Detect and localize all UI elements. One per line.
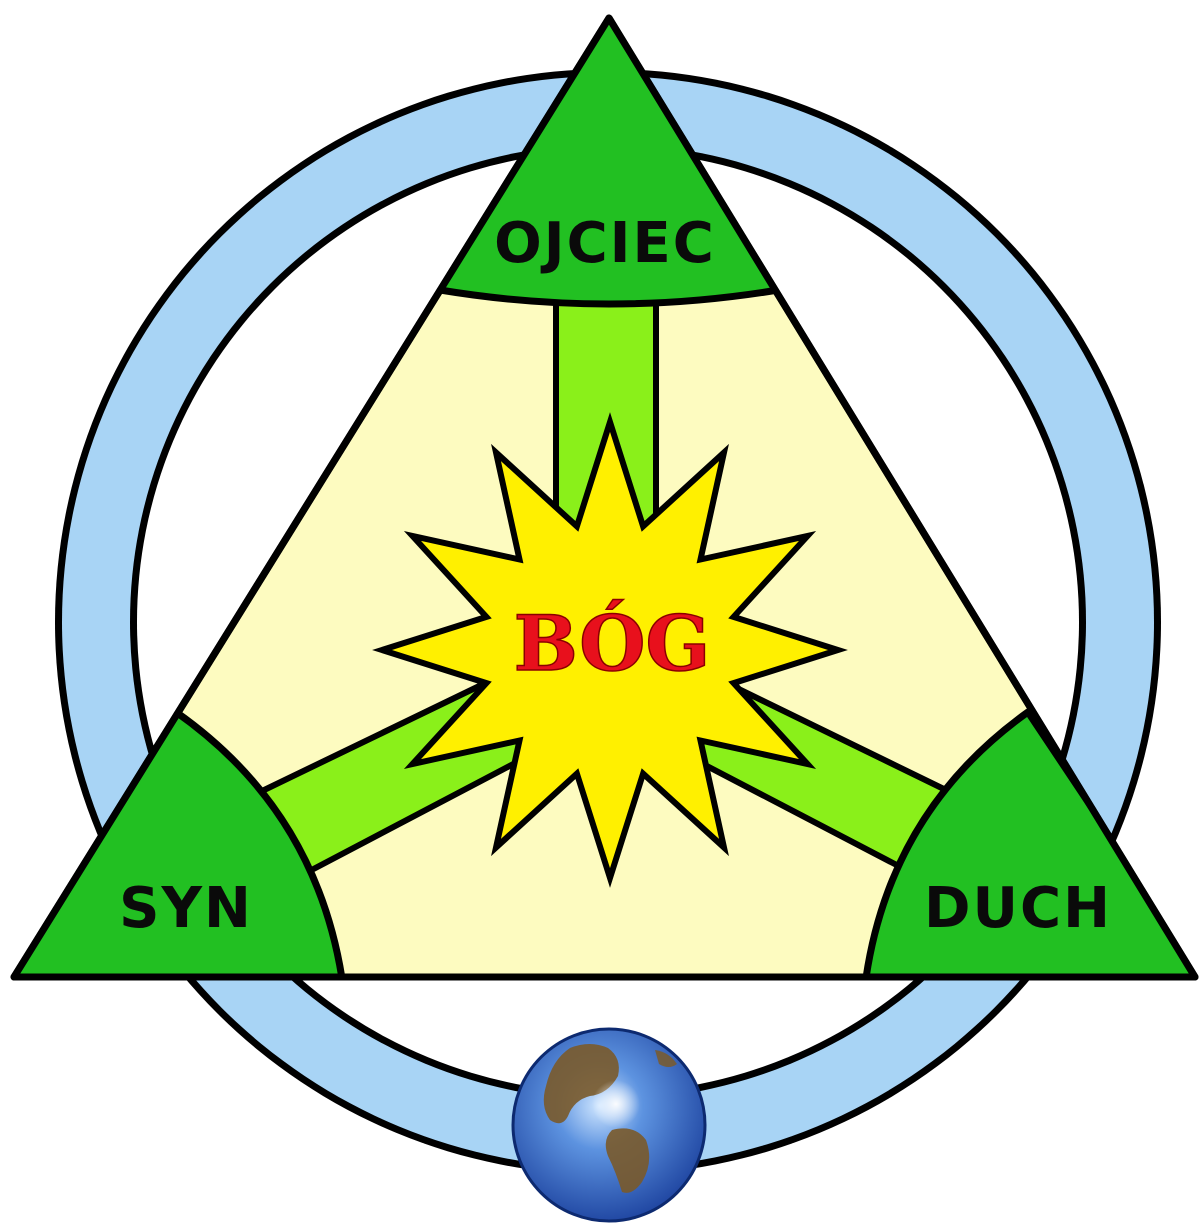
label-ojciec: OJCIEC <box>494 211 716 276</box>
label-duch: DUCH <box>924 876 1112 941</box>
globe-icon <box>513 1029 705 1221</box>
label-bog: BÓG <box>514 598 711 688</box>
label-syn: SYN <box>119 876 253 941</box>
